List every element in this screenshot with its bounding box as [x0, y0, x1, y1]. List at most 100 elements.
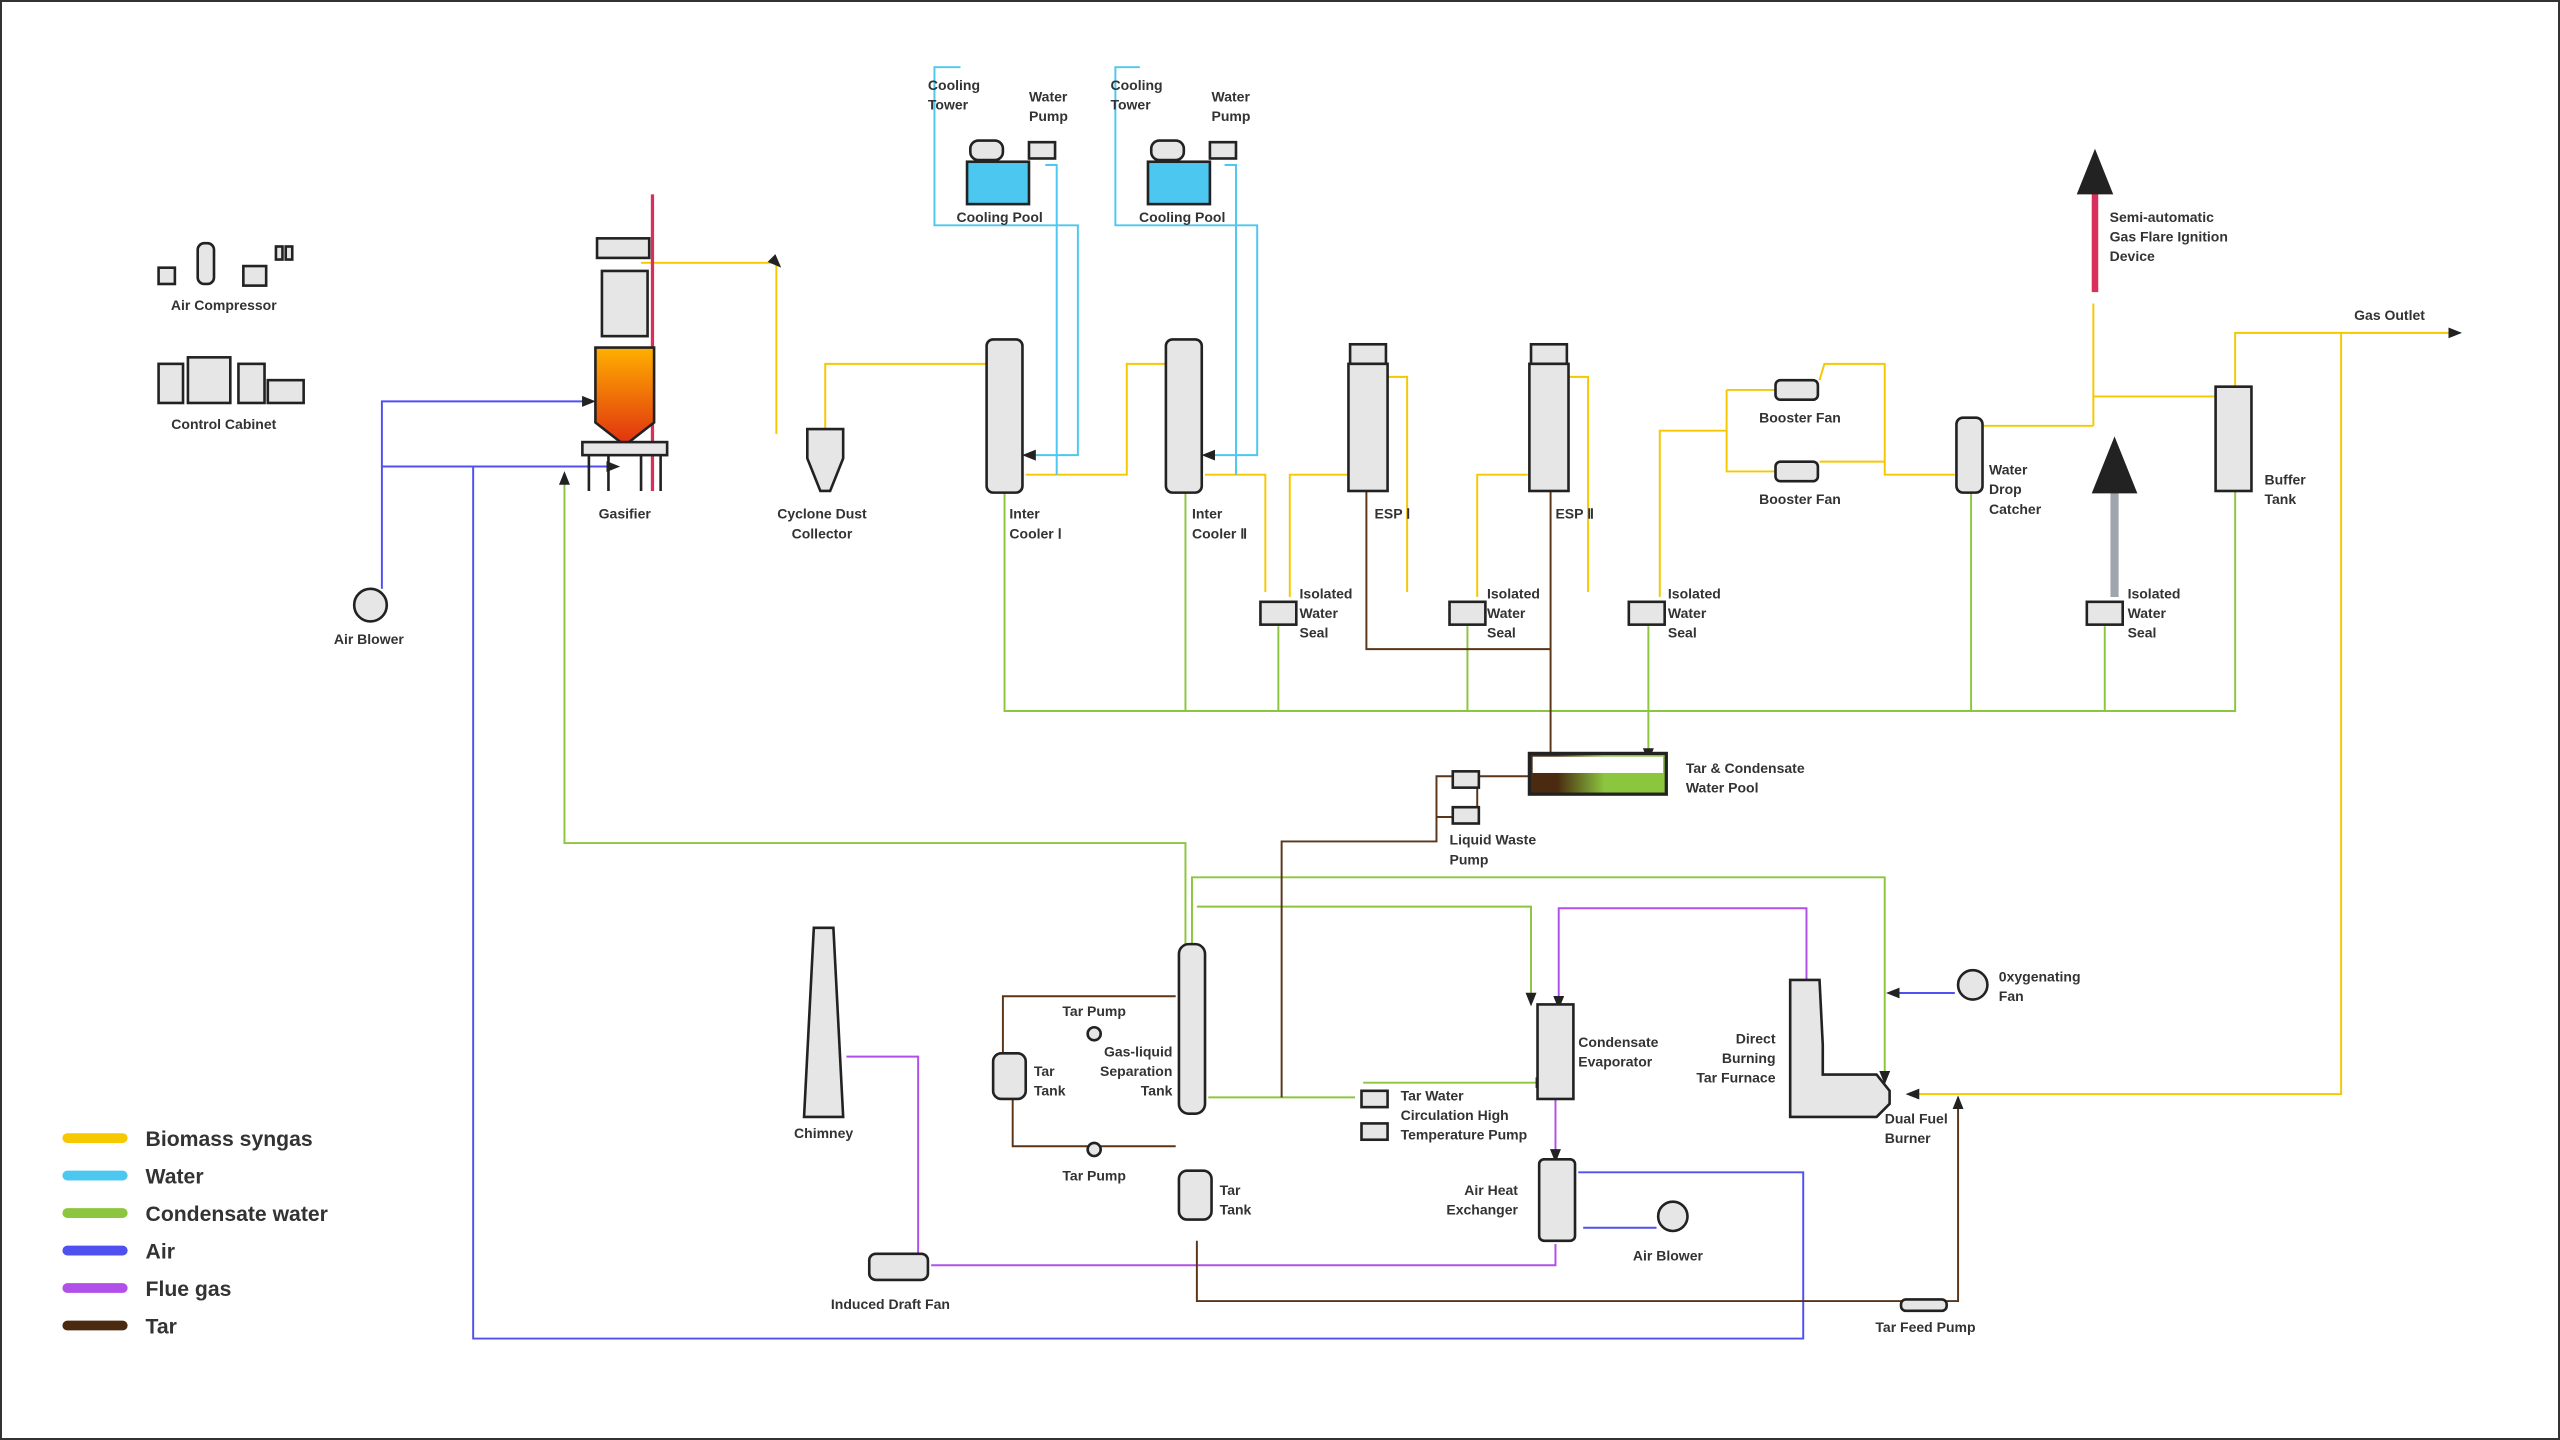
water-seals[interactable]: [1259, 600, 2124, 626]
flue-gas-lines: [846, 907, 1808, 1267]
air-blower-2[interactable]: [1656, 1200, 1689, 1233]
induced-draft-fan[interactable]: [867, 1252, 930, 1282]
label-cooling-tower-2: Cooling: [1110, 77, 1162, 93]
label-separation-tank: Gas-liquid: [1104, 1044, 1172, 1060]
label-water-seal: Water: [1668, 605, 1707, 621]
cooling-tower-2[interactable]: [1146, 139, 1238, 206]
label-water-seal: Isolated: [1300, 586, 1353, 602]
label-tar-furnace: Burning: [1722, 1050, 1776, 1066]
tar-tanks[interactable]: [991, 1052, 1213, 1221]
label-water-pump-1: Pump: [1029, 108, 1068, 124]
inter-cooler-2[interactable]: [1164, 338, 1204, 494]
air-compressor[interactable]: [157, 241, 294, 287]
label-oxygenating-fan: Fan: [1999, 988, 2024, 1004]
label-water-seal: Isolated: [2128, 586, 2181, 602]
label-cooling-pool-1: Cooling Pool: [956, 209, 1042, 225]
label-flare: Gas Flare Ignition: [2110, 229, 2228, 245]
label-air-blower-2: Air Blower: [1633, 1247, 1704, 1263]
tar-feed-pump[interactable]: [1899, 1298, 1948, 1313]
label-buffer-tank: Tank: [2264, 491, 2296, 507]
gas-liquid-separation-tank[interactable]: [1177, 942, 1207, 1115]
label-booster-fan: Booster Fan: [1759, 491, 1841, 507]
label-water-seal: Seal: [1487, 625, 1516, 641]
label-tar-pump: Tar Pump: [1062, 1003, 1126, 1019]
label-separation-tank: Tank: [1141, 1083, 1173, 1099]
label-tar-pool: Tar & Condensate: [1686, 760, 1805, 776]
label-water-pump-1: Water: [1029, 88, 1068, 104]
label-cyclone: Cyclone Dust: [777, 506, 867, 522]
label-air-heat-exchanger: Air Heat: [1464, 1182, 1518, 1198]
label-water-pump-2: Pump: [1212, 108, 1251, 124]
legend-label: Biomass syngas: [146, 1128, 313, 1151]
label-tar-furnace: Direct: [1736, 1031, 1776, 1047]
label-water-drop-catcher: Water: [1989, 462, 2028, 478]
condensate-evaporator[interactable]: [1536, 1003, 1575, 1101]
water-lines: [933, 66, 1259, 475]
air-heat-exchanger[interactable]: [1537, 1157, 1577, 1243]
label-tar-tank: Tank: [1034, 1083, 1066, 1099]
esp-1[interactable]: [1347, 342, 1389, 493]
label-inter-cooler-2: Inter: [1192, 506, 1223, 522]
syngas-lines: [641, 254, 2463, 1100]
label-gasifier: Gasifier: [599, 506, 652, 522]
label-oxygenating-fan: 0xygenating: [1999, 969, 2081, 985]
buffer-tank[interactable]: [2214, 385, 2253, 493]
label-chimney: Chimney: [794, 1125, 853, 1141]
label-cooling-tower-1: Tower: [928, 97, 969, 113]
label-tar-tank: Tank: [1220, 1202, 1252, 1218]
legend-label: Water: [146, 1166, 204, 1189]
label-esp-2: ESP Ⅱ: [1555, 506, 1594, 522]
label-dual-fuel-burner: Burner: [1885, 1130, 1931, 1146]
control-cabinet[interactable]: [157, 356, 305, 405]
label-booster-fan: Booster Fan: [1759, 410, 1841, 426]
label-gas-outlet: Gas Outlet: [2354, 307, 2425, 323]
label-liquid-waste-pump: Pump: [1450, 851, 1489, 867]
label-tar-tank: Tar: [1220, 1182, 1241, 1198]
inter-cooler-1[interactable]: [985, 338, 1024, 494]
legend-label: Tar: [146, 1316, 177, 1339]
label-water-drop-catcher: Catcher: [1989, 501, 2042, 517]
label-esp-1: ESP Ⅰ: [1375, 506, 1411, 522]
label-water-pump-2: Water: [1212, 88, 1251, 104]
label-tar-furnace: Tar Furnace: [1696, 1070, 1775, 1086]
label-condensate-evaporator: Evaporator: [1578, 1053, 1652, 1069]
condensate-lines: [558, 471, 2237, 1099]
liquid-waste-pumps[interactable]: [1451, 770, 1481, 825]
label-tar-pool: Water Pool: [1686, 780, 1759, 796]
label-water-seal: Isolated: [1487, 586, 1540, 602]
label-tar-water-pump: Tar Water: [1401, 1088, 1465, 1104]
label-water-seal: Seal: [1668, 625, 1697, 641]
legend: Biomass syngas Water Condensate water Ai…: [62, 1128, 328, 1339]
label-tar-pump: Tar Pump: [1062, 1167, 1126, 1183]
cyclone-dust-collector[interactable]: [806, 427, 845, 493]
legend-label: Air: [146, 1241, 175, 1264]
gasifier[interactable]: [581, 237, 669, 491]
water-drop-catcher[interactable]: [1955, 416, 1984, 494]
label-water-seal: Water: [1487, 605, 1526, 621]
equipment-labels: Air Compressor Control Cabinet Air Blowe…: [171, 77, 2425, 1335]
esp-2[interactable]: [1528, 342, 1570, 493]
label-water-seal: Seal: [1300, 625, 1329, 641]
air-lines: [380, 395, 1955, 1340]
legend-label: Condensate water: [146, 1203, 328, 1226]
label-inter-cooler-2: Cooler Ⅱ: [1192, 525, 1247, 541]
tar-pumps[interactable]: [1086, 1025, 1103, 1158]
chimney[interactable]: [802, 926, 845, 1119]
tar-condensate-pool[interactable]: [1527, 751, 1668, 796]
oxygenating-fan[interactable]: [1956, 968, 1989, 1001]
label-buffer-tank: Buffer: [2264, 471, 2306, 487]
label-flare: Device: [2110, 248, 2155, 264]
air-blower-1[interactable]: [352, 587, 389, 623]
label-tar-tank: Tar: [1034, 1063, 1055, 1079]
cooling-tower-1[interactable]: [965, 139, 1057, 206]
label-condensate-evaporator: Condensate: [1578, 1034, 1658, 1050]
tar-furnace[interactable]: [1788, 978, 1891, 1119]
legend-label: Flue gas: [146, 1278, 232, 1301]
label-dual-fuel-burner: Dual Fuel: [1885, 1110, 1948, 1126]
booster-fans[interactable]: [1774, 378, 1820, 483]
label-water-seal: Water: [2128, 605, 2167, 621]
label-separation-tank: Separation: [1100, 1063, 1172, 1079]
tar-water-pumps[interactable]: [1360, 1089, 1389, 1142]
